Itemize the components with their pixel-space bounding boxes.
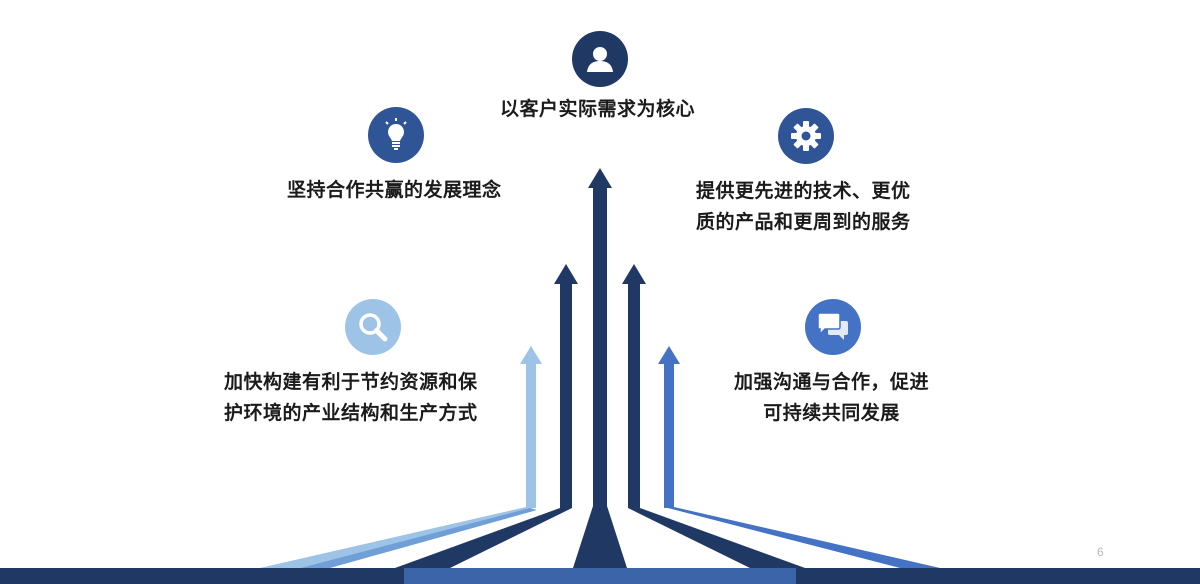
lightbulb-icon: [368, 107, 424, 163]
arrow-left-light-head: [520, 346, 542, 364]
search-icon: [345, 299, 401, 355]
right-upper-text: 提供更先进的技术、更优 质的产品和更周到的服务: [696, 180, 911, 233]
left-lower-text: 加快构建有利于节约资源和保 护环境的产业结构和生产方式: [224, 371, 478, 424]
arrow-right-navy-shaft: [628, 282, 640, 508]
bottom-bar: [0, 568, 1200, 584]
arrow-left-navy-head: [554, 264, 578, 284]
page-number: 6: [1097, 545, 1104, 559]
bottom-bar-center: [404, 568, 796, 584]
left-upper-text: 坚持合作共赢的发展理念: [287, 179, 502, 201]
arrow-left-navy-base: [395, 508, 572, 568]
chat-icon: [805, 299, 861, 355]
arrow-left-navy-shaft: [560, 282, 572, 508]
arrow-center-base: [573, 506, 627, 568]
bottom-bar-left: [0, 568, 404, 584]
arrow-center-shaft: [593, 186, 607, 506]
center-goal-text: 以客户实际需求为核心: [500, 98, 696, 120]
arrow-right-mid-head: [658, 346, 680, 364]
right-lower-text: 加强沟通与合作，促进 可持续共同发展: [734, 371, 930, 424]
arrow-right-mid-shaft: [664, 362, 674, 508]
arrow-right-navy-head: [622, 264, 646, 284]
bottom-bar-right: [796, 568, 1200, 584]
arrow-left-light-base: [260, 507, 536, 568]
arrow-center-head: [588, 168, 612, 188]
user-icon: [572, 31, 628, 87]
gear-icon: [778, 108, 834, 164]
arrow-left-light-shaft: [526, 362, 536, 508]
arrow-right-navy-base: [628, 508, 805, 568]
arrow-right-mid-base: [664, 507, 940, 568]
arrow-left-light-base-mid: [300, 508, 537, 568]
